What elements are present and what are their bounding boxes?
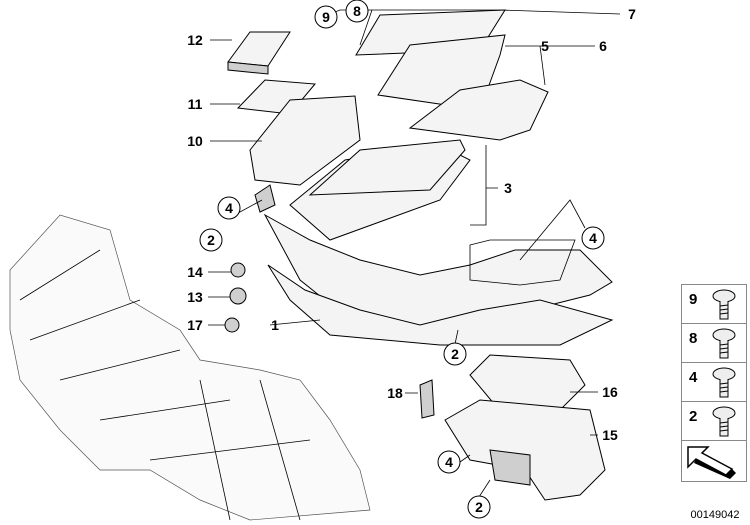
callout-16: 16 xyxy=(602,384,618,400)
part-15-armrest xyxy=(444,399,606,501)
diagram-code: 00149042 xyxy=(690,509,740,521)
callout-circle xyxy=(345,0,369,23)
legend-item: 2 xyxy=(681,401,747,440)
callout-4: 4 xyxy=(445,454,453,470)
callout-4: 4 xyxy=(225,200,233,216)
screw-icon xyxy=(712,328,736,359)
callout-circle xyxy=(314,5,338,29)
callout-2: 2 xyxy=(451,346,459,362)
direction-arrow-box xyxy=(681,440,747,482)
callout-7: 7 xyxy=(628,6,636,22)
legend-number: 9 xyxy=(689,291,698,308)
part-15-hinge xyxy=(489,449,531,486)
part-13-socket xyxy=(229,287,247,305)
console-frame xyxy=(9,214,371,521)
callout-2: 2 xyxy=(207,232,215,248)
part-18-bracket xyxy=(419,379,435,419)
callout-13: 13 xyxy=(187,289,203,305)
callout-3: 3 xyxy=(504,180,512,196)
callout-14: 14 xyxy=(187,264,203,280)
callout-17: 17 xyxy=(187,317,203,333)
callout-circle xyxy=(581,226,605,250)
leader-lines xyxy=(208,9,621,498)
callout-15: 15 xyxy=(602,427,618,443)
part-12-tray xyxy=(227,31,291,75)
legend-item: 4 xyxy=(681,362,747,401)
callout-circle xyxy=(217,196,241,220)
screw-icon xyxy=(712,289,736,320)
part-5-trim xyxy=(408,79,549,141)
callout-18: 18 xyxy=(387,385,403,401)
screw-icon xyxy=(712,406,736,437)
legend-item: 8 xyxy=(681,323,747,362)
callout-11: 11 xyxy=(188,96,203,112)
part-17-clip xyxy=(224,317,240,333)
screw-legend: 9 8 4 2 xyxy=(681,284,747,482)
part-3-panel xyxy=(289,139,471,241)
direction-arrow-icon xyxy=(687,446,736,479)
callout-6: 6 xyxy=(599,38,607,54)
part-1-console xyxy=(263,213,614,346)
screw-icon xyxy=(712,367,736,398)
callout-4: 4 xyxy=(589,230,597,246)
callout-10: 10 xyxy=(187,133,203,149)
part-10-unit xyxy=(249,95,361,213)
callout-1: 1 xyxy=(271,317,279,333)
callout-circle xyxy=(437,450,461,474)
legend-number: 4 xyxy=(689,369,698,386)
callout-5: 5 xyxy=(541,38,549,54)
callout-circle xyxy=(467,495,491,519)
legend-item: 9 xyxy=(681,284,747,323)
legend-number: 2 xyxy=(689,408,698,425)
part-14-socket xyxy=(230,262,246,278)
legend-number: 8 xyxy=(689,330,698,347)
callout-circle xyxy=(443,342,467,366)
callout-12: 12 xyxy=(187,32,203,48)
callout-8: 8 xyxy=(353,3,361,19)
callout-2: 2 xyxy=(475,499,483,515)
callout-circle xyxy=(199,228,223,252)
callout-9: 9 xyxy=(322,9,330,25)
